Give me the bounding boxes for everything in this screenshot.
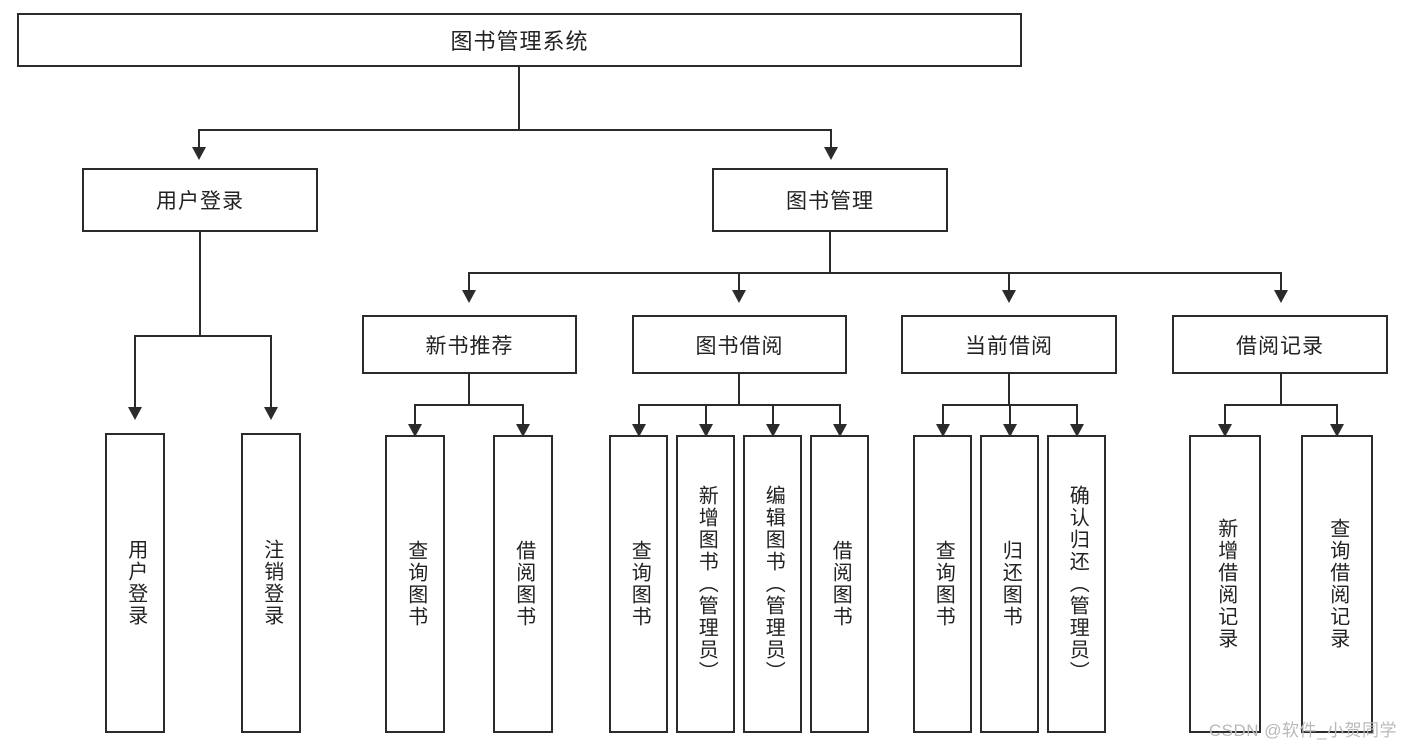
leaf-label: 注销登录 bbox=[260, 539, 283, 627]
leaf-br-query-borrow-record[interactable]: 查询借阅记录 bbox=[1301, 435, 1373, 733]
arrowhead-to-book-management bbox=[824, 147, 838, 160]
leaf-nbr-borrow-book[interactable]: 借阅图书 bbox=[493, 435, 553, 733]
connector-root-drop-right bbox=[830, 129, 832, 147]
leaf-bb-add-book-admin[interactable]: 新增图书（管理员） bbox=[676, 435, 735, 733]
leaf-label: 查询图书 bbox=[404, 540, 427, 628]
leaf-label: 用户登录 bbox=[124, 539, 147, 627]
connector-bm-drop-1 bbox=[468, 272, 470, 290]
leaf-label: 新增图书（管理员） bbox=[695, 485, 718, 683]
arrowhead-user-login-leaf-2 bbox=[264, 407, 278, 420]
leaf-label: 查询借阅记录 bbox=[1326, 518, 1349, 650]
connector-user-login-drop-1 bbox=[134, 335, 136, 407]
arrowhead-user-login-leaf-1 bbox=[128, 407, 142, 420]
connector-br-drop-2 bbox=[1336, 404, 1338, 426]
arrowhead-bb-leaf-1 bbox=[632, 424, 646, 437]
node-book-management[interactable]: 图书管理 bbox=[712, 168, 948, 232]
node-label: 新书推荐 bbox=[425, 334, 514, 358]
connector-nbr-drop-1 bbox=[414, 404, 416, 426]
leaf-user-login[interactable]: 用户登录 bbox=[105, 433, 165, 733]
arrowhead-cb-leaf-3 bbox=[1070, 424, 1084, 437]
leaf-bb-borrow-book[interactable]: 借阅图书 bbox=[810, 435, 869, 733]
connector-br-bus bbox=[1224, 404, 1338, 406]
connector-cb-drop-1 bbox=[942, 404, 944, 426]
node-label: 图书管理系统 bbox=[450, 29, 589, 54]
arrowhead-br-leaf-2 bbox=[1330, 424, 1344, 437]
arrowhead-nbr-leaf-2 bbox=[516, 424, 530, 437]
node-borrow-record[interactable]: 借阅记录 bbox=[1172, 315, 1388, 374]
arrowhead-br-leaf-1 bbox=[1218, 424, 1232, 437]
connector-root-bus bbox=[198, 129, 832, 131]
leaf-br-add-borrow-record[interactable]: 新增借阅记录 bbox=[1189, 435, 1261, 733]
connector-cb-stem bbox=[1008, 374, 1010, 406]
leaf-label: 借阅图书 bbox=[512, 540, 535, 628]
connector-bb-drop-1 bbox=[638, 404, 640, 426]
connector-br-drop-1 bbox=[1224, 404, 1226, 426]
connector-cb-drop-3 bbox=[1076, 404, 1078, 426]
leaf-label: 新增借阅记录 bbox=[1214, 518, 1237, 650]
leaf-cb-return-book[interactable]: 归还图书 bbox=[980, 435, 1039, 733]
arrowhead-to-book-borrow bbox=[732, 290, 746, 303]
connector-bm-drop-3 bbox=[1008, 272, 1010, 290]
node-label: 借阅记录 bbox=[1236, 334, 1324, 358]
connector-nbr-bus bbox=[414, 404, 524, 406]
connector-root-stem bbox=[518, 67, 520, 130]
connector-bm-drop-4 bbox=[1280, 272, 1282, 290]
leaf-cb-query-book[interactable]: 查询图书 bbox=[913, 435, 972, 733]
connector-bb-drop-4 bbox=[839, 404, 841, 426]
connector-nbr-stem bbox=[468, 374, 470, 406]
arrowhead-to-borrow-record bbox=[1274, 290, 1288, 303]
leaf-label: 归还图书 bbox=[999, 540, 1022, 628]
node-current-borrow[interactable]: 当前借阅 bbox=[901, 315, 1117, 374]
arrowhead-to-user-login bbox=[192, 147, 206, 160]
connector-root-drop-left bbox=[198, 129, 200, 147]
node-user-login[interactable]: 用户登录 bbox=[82, 168, 318, 232]
leaf-label: 编辑图书（管理员） bbox=[762, 485, 785, 683]
arrowhead-bb-leaf-2 bbox=[699, 424, 713, 437]
leaf-logout-login[interactable]: 注销登录 bbox=[241, 433, 301, 733]
node-label: 图书管理 bbox=[786, 190, 874, 213]
leaf-label: 确认归还（管理员） bbox=[1066, 485, 1089, 683]
leaf-bb-edit-book-admin[interactable]: 编辑图书（管理员） bbox=[743, 435, 802, 733]
arrowhead-bb-leaf-4 bbox=[833, 424, 847, 437]
connector-br-stem bbox=[1280, 374, 1282, 406]
leaf-label: 借阅图书 bbox=[829, 540, 852, 628]
arrowhead-to-new-book-recommend bbox=[462, 290, 476, 303]
connector-nbr-drop-2 bbox=[522, 404, 524, 426]
connector-bb-drop-3 bbox=[772, 404, 774, 426]
connector-user-login-bus bbox=[134, 335, 272, 337]
node-label: 用户登录 bbox=[156, 190, 244, 213]
connector-user-login-drop-2 bbox=[270, 335, 272, 407]
connector-bb-bus bbox=[638, 404, 841, 406]
node-book-borrow[interactable]: 图书借阅 bbox=[632, 315, 847, 374]
connector-cb-drop-2 bbox=[1009, 404, 1011, 426]
connector-bb-drop-2 bbox=[705, 404, 707, 426]
node-new-book-recommend[interactable]: 新书推荐 bbox=[362, 315, 577, 374]
leaf-bb-query-book[interactable]: 查询图书 bbox=[609, 435, 668, 733]
arrowhead-cb-leaf-1 bbox=[936, 424, 950, 437]
leaf-label: 查询图书 bbox=[932, 540, 955, 628]
connector-user-login-stem bbox=[199, 232, 201, 336]
arrowhead-to-current-borrow bbox=[1002, 290, 1016, 303]
connector-bb-stem bbox=[738, 374, 740, 406]
arrowhead-nbr-leaf-1 bbox=[408, 424, 422, 437]
node-label: 图书借阅 bbox=[695, 334, 784, 358]
connector-book-management-bus bbox=[468, 272, 1282, 274]
leaf-label: 查询图书 bbox=[628, 540, 651, 628]
arrowhead-bb-leaf-3 bbox=[766, 424, 780, 437]
leaf-nbr-query-book[interactable]: 查询图书 bbox=[385, 435, 445, 733]
node-root-book-management-system[interactable]: 图书管理系统 bbox=[17, 13, 1022, 67]
arrowhead-cb-leaf-2 bbox=[1003, 424, 1017, 437]
connector-book-management-stem bbox=[829, 232, 831, 274]
node-label: 当前借阅 bbox=[965, 334, 1053, 358]
leaf-cb-confirm-return-admin[interactable]: 确认归还（管理员） bbox=[1047, 435, 1106, 733]
connector-bm-drop-2 bbox=[738, 272, 740, 290]
